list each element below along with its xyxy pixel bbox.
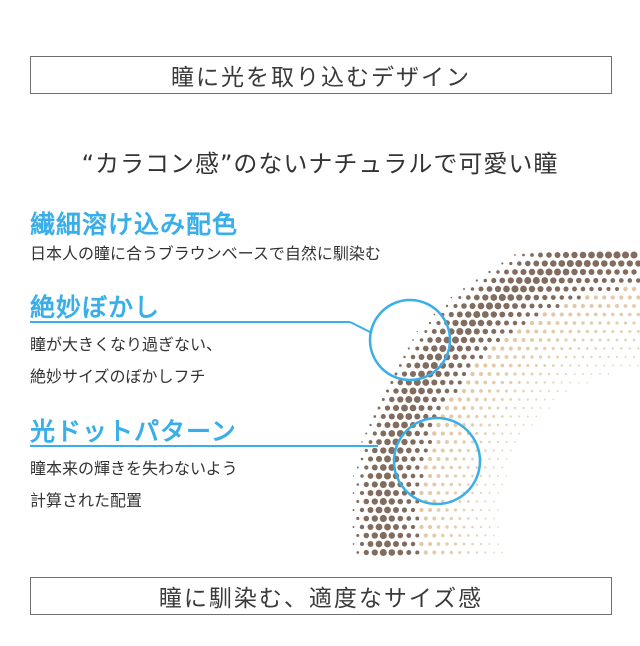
section-header-box: 瞳に光を取り込むデザイン: [30, 56, 612, 94]
tagline: “カラコン感”のないナチュラルで可愛い瞳: [81, 150, 559, 178]
feature-desc-line: 絶妙サイズのぼかしフチ: [30, 367, 206, 386]
feature-desc-color-blend: 日本人の瞳に合うブラウンベースで自然に馴染む: [30, 238, 381, 270]
callout-connector-blur: [349, 321, 373, 334]
callout-circle-blur: [368, 298, 452, 382]
feature-desc-blur: 瞳が大きくなり過ぎない、 絶妙サイズのぼかしフチ: [30, 329, 222, 393]
section-header-title: 瞳に光を取り込むデザイン: [171, 65, 471, 91]
feature-desc-dot-pattern: 瞳本来の輝きを失わないよう 計算された配置: [30, 453, 238, 517]
feature-desc-line: 日本人の瞳に合うブラウンベースで自然に馴染む: [30, 244, 381, 263]
feature-desc-line: 瞳が大きくなり過ぎない、: [30, 335, 223, 354]
footer-header-title: 瞳に馴染む、適度なサイズ感: [158, 586, 484, 612]
footer-header-box: 瞳に馴染む、適度なサイズ感: [30, 577, 612, 615]
dot-pattern: [352, 251, 640, 557]
feature-title-dot-pattern: 光ドットパターン: [30, 417, 237, 446]
callout-circle-dots: [392, 416, 482, 506]
feature-desc-line: 計算された配置: [30, 491, 143, 510]
feature-title-blur: 絶妙ぼかし: [30, 293, 161, 322]
feature-title-color-blend: 繊細溶け込み配色: [30, 210, 239, 239]
feature-desc-line: 瞳本来の輝きを失わないよう: [30, 459, 238, 478]
